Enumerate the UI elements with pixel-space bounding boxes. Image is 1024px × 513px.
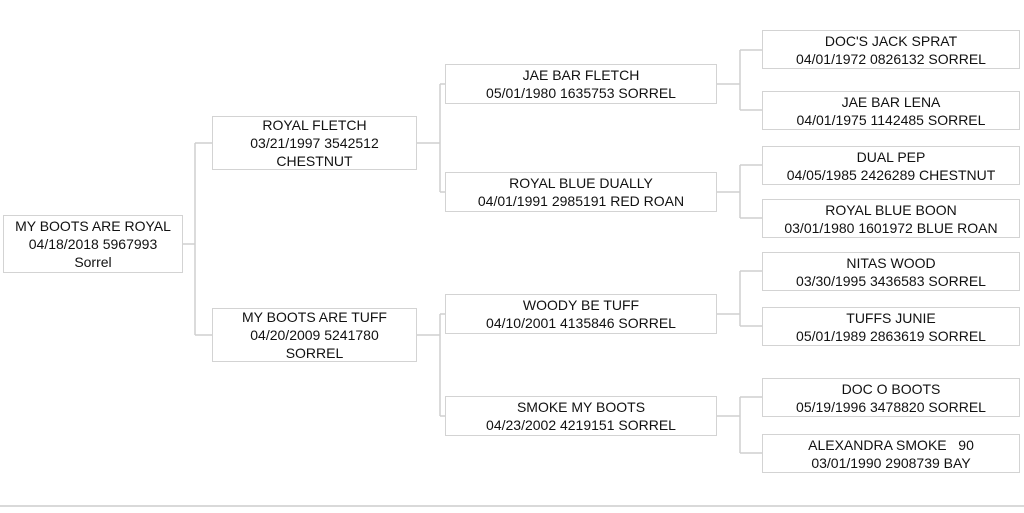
horse-name: NITAS WOOD [846,254,936,271]
horse-details: 04/01/1991 2985191 RED ROAN [477,193,685,209]
horse-name: JAE BAR FLETCH [522,67,640,83]
node-my-boots-are-tuff: MY BOOTS ARE TUFF 04/20/2009 5241780 SOR… [212,308,417,362]
horse-name: TUFFS JUNIE [846,309,936,326]
horse-name: ALEXANDRA SMOKE 90 [808,436,974,453]
node-royal-blue-boon: ROYAL BLUE BOON 03/01/1980 1601972 BLUE … [762,199,1020,238]
node-dual-pep: DUAL PEP 04/05/1985 2426289 CHESTNUT [762,146,1020,185]
node-smoke-my-boots: SMOKE MY BOOTS 04/23/2002 4219151 SORREL [445,396,717,436]
connector-gp0-to-ggp [717,49,762,111]
node-alexandra-smoke-90: ALEXANDRA SMOKE 90 03/01/1990 2908739 BA… [762,434,1020,473]
horse-color: CHESTNUT [276,153,353,169]
connector-sire-to-grandparents [417,83,445,193]
horse-details: 04/01/1972 0826132 SORREL [796,50,986,67]
horse-details: 03/21/1997 3542512 [250,135,379,151]
horse-details: 04/20/2009 5241780 [250,327,379,343]
horse-name: WOODY BE TUFF [522,297,640,313]
connector-gp1-to-ggp [717,164,762,219]
node-jae-bar-fletch: JAE BAR FLETCH 05/01/1980 1635753 SORREL [445,64,717,104]
horse-details: 04/23/2002 4219151 SORREL [486,417,676,433]
connector-subject-to-parents [183,142,212,336]
connector-dam-to-grandparents [417,313,445,417]
horse-details: 04/01/1975 1142485 SORREL [796,111,986,128]
horse-name: ROYAL BLUE DUALLY [509,175,653,191]
horse-details: 05/01/1989 2863619 SORREL [796,327,986,344]
horse-details: 04/18/2018 5967993 [28,236,158,252]
node-tuffs-junie: TUFFS JUNIE 05/01/1989 2863619 SORREL [762,307,1020,346]
horse-name: DOC'S JACK SPRAT [824,32,958,49]
connector-gp2-to-ggp [717,270,762,327]
horse-name: ROYAL FLETCH [262,117,367,133]
horse-color: Sorrel [74,254,112,270]
horse-details: 05/19/1996 3478820 SORREL [796,398,986,415]
horse-details: 03/01/1990 2908739 BAY [811,454,971,471]
node-my-boots-are-royal: MY BOOTS ARE ROYAL 04/18/2018 5967993 So… [3,215,183,273]
node-woody-be-tuff: WOODY BE TUFF 04/10/2001 4135846 SORREL [445,294,717,334]
horse-details: 03/30/1995 3436583 SORREL [796,272,986,289]
bottom-divider [0,505,1024,507]
node-royal-fletch: ROYAL FLETCH 03/21/1997 3542512 CHESTNUT [212,116,417,170]
horse-name: MY BOOTS ARE TUFF [242,309,387,325]
horse-details: 05/01/1980 1635753 SORREL [486,85,676,101]
horse-name: JAE BAR LENA [841,93,941,110]
node-doc-o-boots: DOC O BOOTS 05/19/1996 3478820 SORREL [762,378,1020,417]
node-royal-blue-dually: ROYAL BLUE DUALLY 04/01/1991 2985191 RED… [445,172,717,212]
horse-name: DOC O BOOTS [841,380,941,397]
node-jae-bar-lena: JAE BAR LENA 04/01/1975 1142485 SORREL [762,91,1020,130]
horse-details: 04/05/1985 2426289 CHESTNUT [786,166,996,183]
horse-details: 04/10/2001 4135846 SORREL [486,315,676,331]
horse-name: MY BOOTS ARE ROYAL [15,218,171,234]
horse-name: SMOKE MY BOOTS [516,399,646,415]
node-nitas-wood: NITAS WOOD 03/30/1995 3436583 SORREL [762,252,1020,291]
horse-name: DUAL PEP [856,148,926,165]
horse-color: SORREL [285,345,344,361]
horse-name: ROYAL BLUE BOON [825,201,957,218]
connector-gp3-to-ggp [717,396,762,454]
node-docs-jack-sprat: DOC'S JACK SPRAT 04/01/1972 0826132 SORR… [762,30,1020,69]
horse-details: 03/01/1980 1601972 BLUE ROAN [784,219,998,236]
